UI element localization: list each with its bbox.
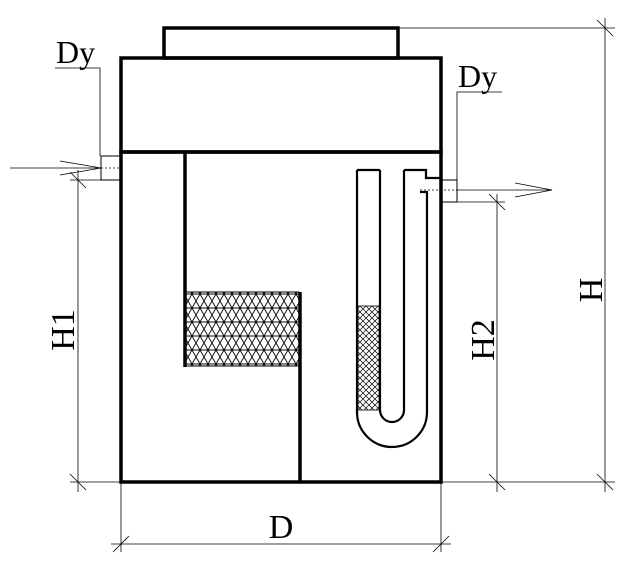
- tank-top-section: [119, 56, 443, 154]
- dy-right-leader: [456, 91, 502, 180]
- d-tick-left: [112, 535, 130, 553]
- inlet-arrow-head: [59, 160, 102, 176]
- h1-tick-top: [69, 171, 87, 189]
- d-label: D: [269, 509, 294, 546]
- top-cap: [162, 26, 400, 60]
- outlet-arrow-head: [514, 182, 553, 198]
- h2-label: H2: [465, 319, 502, 361]
- siphon-inner: [378, 170, 406, 424]
- dy-left-leader: [55, 67, 101, 156]
- h2-tick-bottom: [488, 473, 506, 491]
- filter-media: [185, 291, 300, 367]
- h2-tick-top: [488, 193, 506, 211]
- dy-left-label: Dy: [56, 34, 95, 70]
- h1-label: H1: [45, 309, 82, 351]
- dy-right-label: Dy: [458, 58, 497, 94]
- siphon-outer: [355, 170, 429, 449]
- h-tick-top: [596, 19, 614, 37]
- h1-tick-bottom: [69, 473, 87, 491]
- siphon-top-right: [404, 168, 441, 180]
- d-tick-right: [432, 535, 450, 553]
- siphon-media: [357, 305, 380, 411]
- tank-body: [119, 150, 443, 484]
- h-tick-bottom: [596, 473, 614, 491]
- outlet-pipe: [440, 179, 458, 203]
- h-label: H: [573, 278, 610, 303]
